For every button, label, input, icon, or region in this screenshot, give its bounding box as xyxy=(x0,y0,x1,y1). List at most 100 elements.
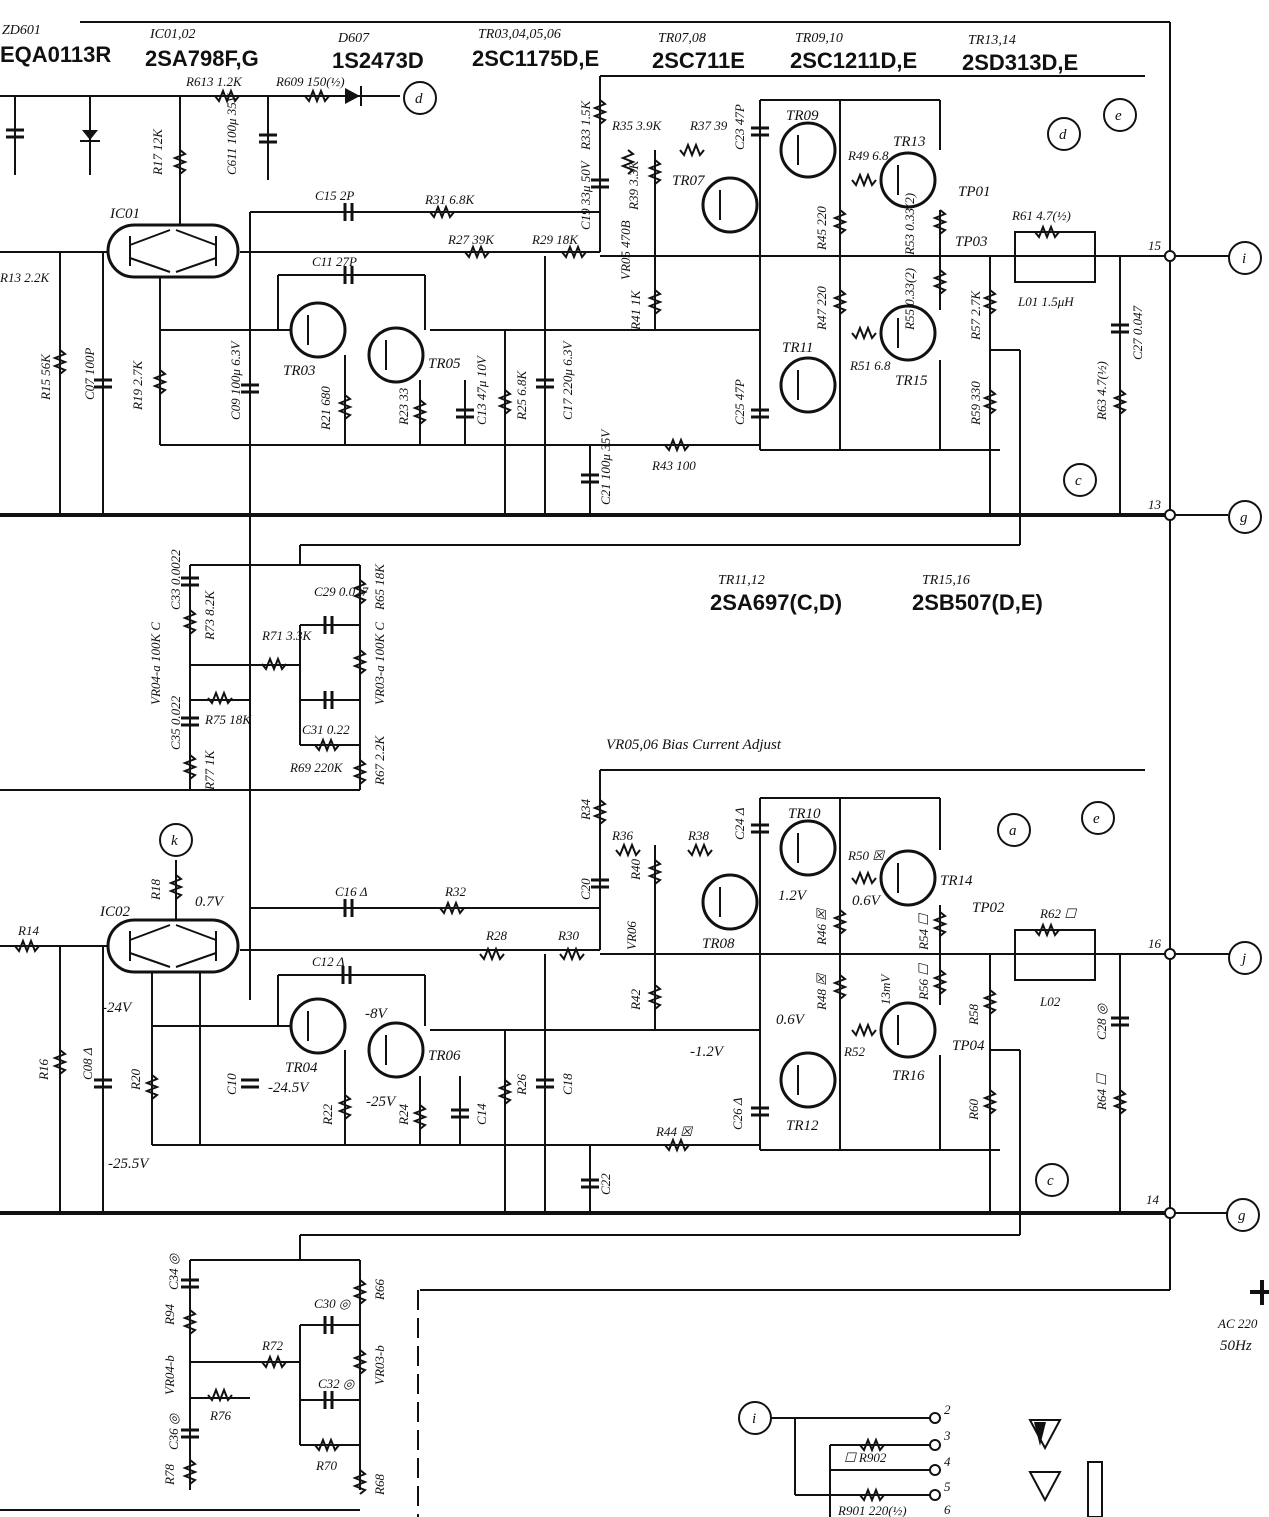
r48-label: R48 ☒ xyxy=(814,973,829,1011)
output-pin-6: 6 xyxy=(944,1502,951,1517)
ic02-dual-transistor: IC02 xyxy=(99,904,240,974)
resistor-symbol xyxy=(1112,389,1128,415)
connector-c-upper xyxy=(1063,463,1097,497)
resistor-symbol xyxy=(561,244,587,260)
tr05-label: TR05 xyxy=(428,356,461,372)
tr13-14-part: 2SD313D,E xyxy=(962,50,1078,75)
r22-label: R22 xyxy=(320,1104,335,1126)
c31-label: C31 0.22 xyxy=(302,722,350,737)
lower-transistors: TR04 TR06 TR08 TR10 TR12 TR14 TR16 TP02 … xyxy=(285,806,1005,1134)
tr11-12-part: 2SA697(C,D) xyxy=(710,590,842,615)
r53-label: R53 0.33(2) xyxy=(902,193,917,256)
c34-label: C34 ◎ xyxy=(166,1252,181,1290)
r44-label: R44 ☒ xyxy=(655,1124,693,1139)
vr04a-label: VR04-a 100K C xyxy=(148,622,163,705)
vr05-label: VR05 470B xyxy=(618,220,633,280)
ic01-02-part: 2SA798F,G xyxy=(145,46,259,71)
r52-label: R52 xyxy=(843,1044,865,1059)
r75-label: R75 18K xyxy=(204,712,252,727)
resistor-symbol xyxy=(851,1022,877,1038)
r66-label: R66 xyxy=(372,1279,387,1301)
c10-label: C10 xyxy=(224,1073,239,1095)
connector-e-top xyxy=(1103,98,1137,132)
r36-label: R36 xyxy=(611,828,633,843)
c14-label: C14 xyxy=(474,1103,489,1125)
resistor-symbol xyxy=(1034,922,1060,938)
tr06-label: TR06 xyxy=(428,1048,461,1064)
r78-label: R78 xyxy=(162,1464,177,1486)
tr13-14-designator: TR13,14 xyxy=(968,33,1016,48)
resistor-symbol xyxy=(52,1049,68,1075)
resistor-symbol xyxy=(497,1079,513,1105)
tr11-label: TR11 xyxy=(782,340,813,356)
svg-text:c: c xyxy=(1075,473,1082,489)
r58-label: R58 xyxy=(966,1004,981,1026)
resistor-symbol xyxy=(851,325,877,341)
r70-label: R70 xyxy=(315,1458,337,1473)
tr15-16-designator: TR15,16 xyxy=(922,573,970,588)
r609-label: R609 150(½) xyxy=(275,74,345,89)
r21-label: R21 680 xyxy=(318,386,333,431)
svg-text:d: d xyxy=(1059,127,1067,143)
r94-label: R94 xyxy=(162,1304,177,1326)
d607-designator: D607 xyxy=(337,31,370,46)
r38-label: R38 xyxy=(687,828,709,843)
connector-circles: d e d i g c k a e j c g i xyxy=(159,81,1262,1435)
frame-wiring xyxy=(0,21,1175,1517)
resistor-symbol xyxy=(261,656,287,672)
resistor-symbol xyxy=(314,1437,340,1453)
r54-label: R54 ☐ xyxy=(916,913,931,951)
resistor-symbol xyxy=(14,938,40,954)
v-25-5-label: -25.5V xyxy=(108,1156,150,1172)
r14-label: R14 xyxy=(17,923,39,938)
resistor-symbol xyxy=(982,1089,998,1115)
tr07-label: TR07 xyxy=(672,173,706,189)
c25-label: C25 47P xyxy=(732,379,747,425)
lower-component-labels: R18 0.7V R14 C16 Δ R32 R28 R30 R34 R36 R… xyxy=(17,799,1109,1195)
terminal-nodes: 15 13 16 14 xyxy=(1146,238,1230,1219)
tp01-label: TP01 xyxy=(958,184,991,200)
v13mv-label: 13mV xyxy=(878,973,893,1005)
resistor-symbol xyxy=(497,389,513,415)
resistor-symbol xyxy=(182,1459,198,1485)
vr04b-label: VR04-b xyxy=(162,1355,177,1395)
c21-label: C21 100μ 35V xyxy=(598,428,613,505)
resistor-symbol xyxy=(314,737,340,753)
c17-label: C17 220μ 6.3V xyxy=(560,340,575,420)
tp04-label: TP04 xyxy=(952,1038,985,1054)
ic02-label: IC02 xyxy=(99,904,131,920)
terminal-14: 14 xyxy=(1146,1192,1160,1207)
resistor-symbol xyxy=(1112,1089,1128,1115)
r60-label: R60 xyxy=(966,1099,981,1121)
resistor-symbol xyxy=(152,369,168,395)
tr09-10-designator: TR09,10 xyxy=(795,31,843,46)
v-24-label: -24V xyxy=(102,1000,133,1016)
resistor-symbol xyxy=(679,142,705,158)
resistor-symbol xyxy=(932,911,948,937)
tp02-label: TP02 xyxy=(972,900,1005,916)
resistor-symbol xyxy=(647,984,663,1010)
resistor-symbol xyxy=(412,399,428,425)
c36-label: C36 ◎ xyxy=(166,1412,181,1450)
tr03-06-part: 2SC1175D,E xyxy=(472,46,599,71)
vr03b-label: VR03-b xyxy=(372,1345,387,1385)
svg-text:a: a xyxy=(1009,823,1017,839)
r35-label: R35 3.9K xyxy=(611,118,662,133)
tp03-label: TP03 xyxy=(955,234,988,250)
r51-label: R51 6.8 xyxy=(849,358,891,373)
r68-label: R68 xyxy=(372,1474,387,1496)
resistor-symbol xyxy=(932,969,948,995)
zener-diode-symbol xyxy=(80,130,100,142)
r41-label: R41 1K xyxy=(628,289,643,331)
r43-label: R43 100 xyxy=(651,458,696,473)
output-pin-4: 4 xyxy=(944,1454,951,1469)
r55-label: R55 0.33(2) xyxy=(902,268,917,331)
r71-label: R71 3.3K xyxy=(261,628,312,643)
connector-g-upper xyxy=(1228,500,1262,534)
resistor-symbol xyxy=(832,974,848,1000)
resistor-symbol xyxy=(52,349,68,375)
resistor-symbol xyxy=(214,88,240,104)
c30-label: C30 ◎ xyxy=(314,1296,352,1311)
d607-part: 1S2473D xyxy=(332,48,424,73)
